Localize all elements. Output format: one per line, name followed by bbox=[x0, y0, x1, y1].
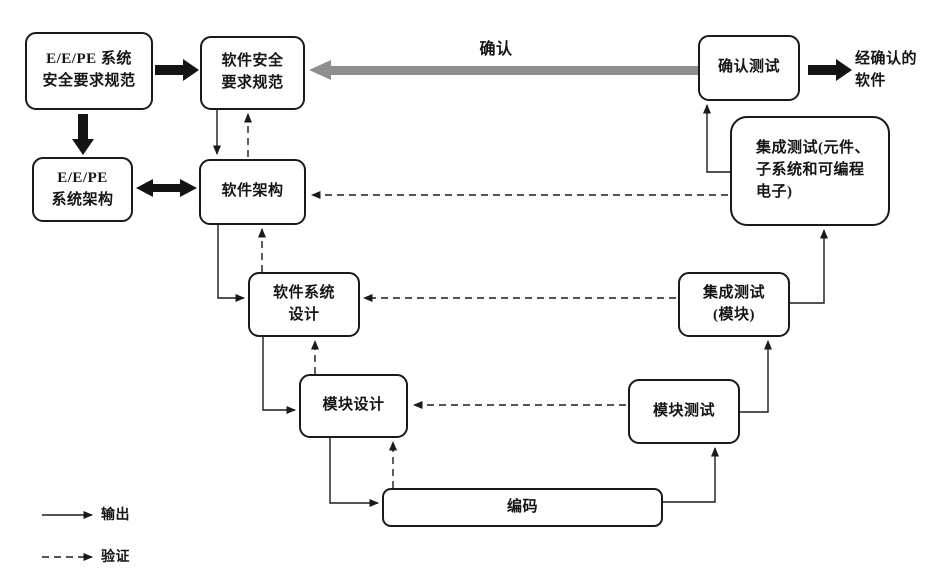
box-eepe-system-safety-requirements: E/E/PE 系统 安全要求规范 bbox=[25, 32, 153, 110]
output-line-module-test-to-integration-test-module bbox=[740, 340, 772, 413]
validation-arrow bbox=[309, 60, 698, 80]
validation-arrow-label: 确认 bbox=[479, 41, 513, 58]
output-arrow-validation-test-to-validated-software bbox=[808, 59, 852, 81]
box-integration-testing-pe: 集成测试(元件、 子系统和可编程 电子) bbox=[730, 116, 890, 226]
output-arrow-eepe-srs-to-eepe-arch bbox=[72, 114, 94, 155]
box-module-design: 模块设计 bbox=[299, 374, 408, 438]
box-integration-testing-module: 集成测试 (模块) bbox=[678, 272, 790, 337]
output-arrow-eepe-srs-to-sw-srs bbox=[155, 59, 199, 81]
output-line-coding-to-module-test bbox=[663, 447, 719, 503]
output-line-module-design-to-coding bbox=[329, 438, 379, 507]
box-coding: 编码 bbox=[382, 488, 663, 527]
box-eepe-system-architecture: E/E/PE 系统架构 bbox=[32, 157, 133, 222]
validated-software-label: 经确认的 软件 bbox=[855, 51, 918, 89]
output-line-sw-arch-to-sw-sys-design bbox=[217, 225, 245, 302]
output-line-sw-sys-design-to-module-design bbox=[262, 337, 296, 414]
legend-verification-label: 验证 bbox=[101, 550, 130, 565]
box-software-system-design: 软件系统 设计 bbox=[248, 272, 360, 337]
box-software-safety-requirements: 软件安全 要求规范 bbox=[200, 36, 305, 110]
box-module-testing: 模块测试 bbox=[628, 379, 740, 444]
double-arrow-eepe-arch-sw-arch bbox=[136, 179, 197, 197]
legend-output-label: 输出 bbox=[101, 508, 130, 523]
box-software-architecture: 软件架构 bbox=[199, 159, 306, 225]
box-validation-testing: 确认测试 bbox=[698, 35, 800, 101]
output-line-integration-test-pe-to-validation-test bbox=[703, 104, 730, 173]
output-line-integration-test-module-to-integration-test-pe bbox=[790, 229, 828, 304]
